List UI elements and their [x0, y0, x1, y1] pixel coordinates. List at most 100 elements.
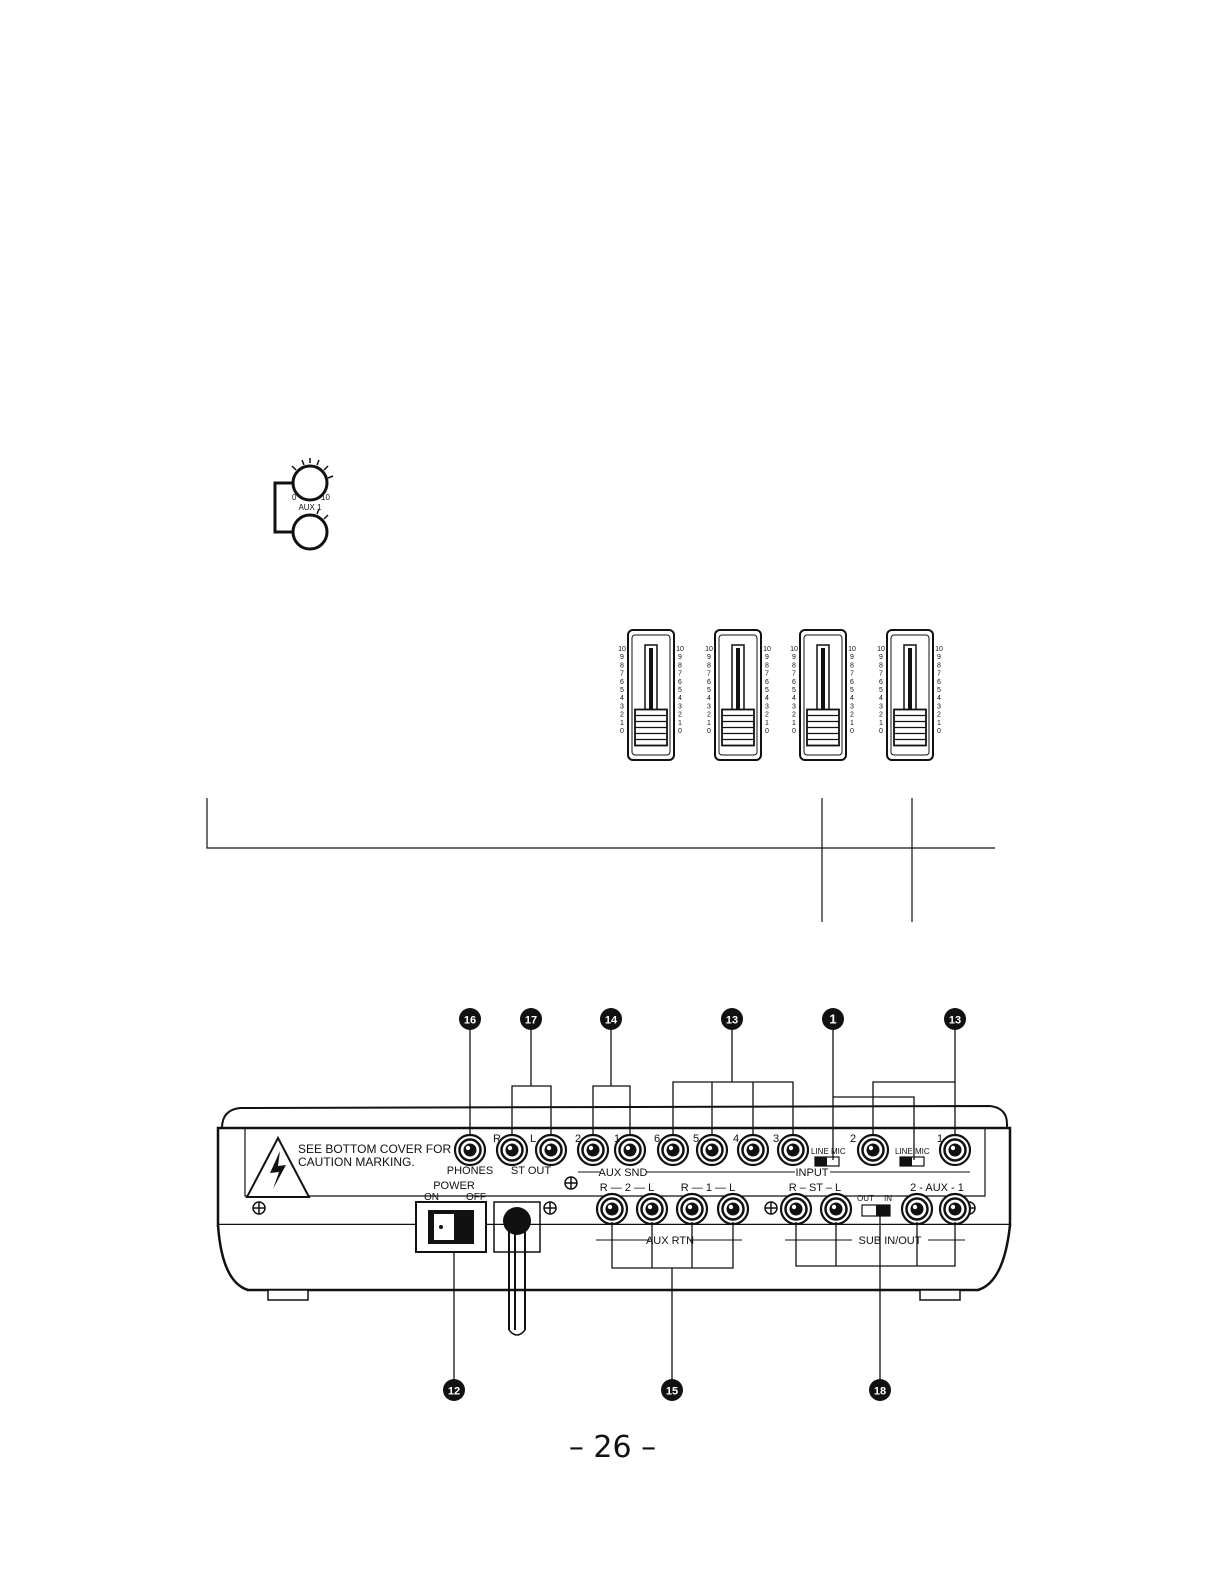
fader-scale-left: 3 [620, 703, 624, 710]
fader-scale-left: 8 [707, 662, 711, 669]
aux-rtn-2-label: R — 2 — L [600, 1182, 654, 1194]
aux-knob-scale-min: 0 [292, 493, 297, 502]
st-out-l-jack[interactable] [534, 1133, 568, 1167]
input-2-label: 2 [850, 1133, 856, 1145]
aux-snd-label: AUX SND [599, 1167, 648, 1179]
svg-text:14: 14 [605, 1015, 618, 1027]
fader-scale-right: 1 [850, 720, 854, 727]
svg-text:17: 17 [525, 1015, 537, 1027]
fader-scale-right: 7 [765, 671, 769, 678]
svg-text:13: 13 [726, 1015, 738, 1027]
aux-snd-2-jack[interactable] [576, 1133, 610, 1167]
fader-scale-right: 6 [765, 679, 769, 686]
fader-scale-left: 4 [707, 695, 711, 702]
sub-st-label: R – ST – L [789, 1182, 841, 1194]
aux-knob-lower [291, 513, 329, 551]
fader-scale-right: 0 [765, 728, 769, 735]
sub-st-l-jack[interactable] [819, 1192, 853, 1226]
aux-rtn-label: AUX RTN [646, 1235, 694, 1247]
fader-scale-left: 10 [705, 646, 713, 653]
power-switch[interactable] [415, 1201, 487, 1253]
fader-scale-left: 6 [792, 679, 796, 686]
svg-text:16: 16 [464, 1015, 476, 1027]
input-1-jack[interactable] [938, 1133, 972, 1167]
st-out-label: ST OUT [511, 1165, 551, 1177]
sub-inout-label: SUB IN/OUT [859, 1235, 922, 1247]
lightning-warning-icon [245, 1135, 311, 1198]
phones-jack[interactable] [453, 1133, 487, 1167]
top-jack-row [453, 1133, 972, 1167]
st-out-r-jack[interactable] [495, 1133, 529, 1167]
fader-scale-right: 6 [937, 679, 941, 686]
fader-scale-left: 1 [707, 720, 711, 727]
callout-badge: 1 [822, 1008, 844, 1030]
fader-scale-right: 0 [678, 728, 682, 735]
fader-scale-left: 6 [620, 679, 624, 686]
aux-snd-2-label: 2 [575, 1133, 581, 1145]
aux-knob-group: 0 10 AUX 1 [273, 458, 334, 551]
line-mic-label-input1: LINE MIC [895, 1147, 930, 1156]
input-6-jack[interactable] [656, 1133, 690, 1167]
input-5-jack[interactable] [695, 1133, 729, 1167]
fader-scale-left: 2 [620, 712, 624, 719]
fader-cap[interactable] [806, 708, 840, 747]
fader-scale-right: 3 [765, 703, 769, 710]
input-3-jack[interactable] [776, 1133, 810, 1167]
bottom-jack-row [595, 1192, 972, 1226]
input-1-label: 1 [937, 1133, 943, 1145]
aux-rtn-1r-jack[interactable] [675, 1192, 709, 1226]
fader-scale-right: 1 [765, 720, 769, 727]
fader-scale-left: 8 [792, 662, 796, 669]
sub-switch-out-label: OUT [857, 1194, 874, 1203]
callout-badge: 14 [600, 1008, 622, 1030]
power-cord [493, 1201, 541, 1336]
fader-scale-left: 0 [707, 728, 711, 735]
fader-scale-right: 9 [678, 654, 682, 661]
aux-knob-bracket [273, 481, 293, 534]
fader-scale-right: 7 [678, 671, 682, 678]
sub-st-r-jack[interactable] [779, 1192, 813, 1226]
fader-scale-right: 10 [676, 646, 684, 653]
fader-scale-left: 8 [879, 662, 883, 669]
input-4-jack[interactable] [736, 1133, 770, 1167]
sub-aux-1-jack[interactable] [938, 1192, 972, 1226]
fader-scale-right: 9 [765, 654, 769, 661]
sub-aux-2-jack[interactable] [900, 1192, 934, 1226]
callout-badge: 18 [869, 1379, 891, 1401]
sub-in-out-switch[interactable] [861, 1204, 891, 1217]
fader-scale-left: 4 [879, 695, 883, 702]
fader-cap[interactable] [893, 708, 927, 747]
aux-rtn-2r-jack[interactable] [595, 1192, 629, 1226]
fader-scale-right: 7 [850, 671, 854, 678]
fader-scale-left: 5 [792, 687, 796, 694]
fader-scale-right: 8 [937, 662, 941, 669]
fader-scale-right: 9 [850, 654, 854, 661]
aux-rtn-2l-jack[interactable] [635, 1192, 669, 1226]
aux-rtn-1l-jack[interactable] [716, 1192, 750, 1226]
fader-scale-right: 6 [678, 679, 682, 686]
fader-scale-left: 9 [620, 654, 624, 661]
aux-snd-1-label: 1 [614, 1133, 620, 1145]
panel-top-edge [221, 1104, 1008, 1129]
foot-left [267, 1289, 309, 1301]
line-mic-switch-input1[interactable] [899, 1156, 925, 1167]
fader-scale-right: 4 [850, 695, 854, 702]
st-out-r-label: R [493, 1133, 501, 1145]
fader-scale-left: 2 [879, 712, 883, 719]
fader-cap[interactable] [634, 708, 668, 747]
fader-scale-left: 0 [879, 728, 883, 735]
input-2-jack[interactable] [856, 1133, 890, 1167]
power-off-label: OFF [466, 1192, 486, 1203]
fader-cap[interactable] [721, 708, 755, 747]
page-number: – 26 – [568, 1430, 657, 1465]
sub-aux-label: 2 - AUX - 1 [910, 1182, 964, 1194]
line-mic-switch-input2[interactable] [814, 1156, 840, 1167]
fader-scale-right: 4 [937, 695, 941, 702]
